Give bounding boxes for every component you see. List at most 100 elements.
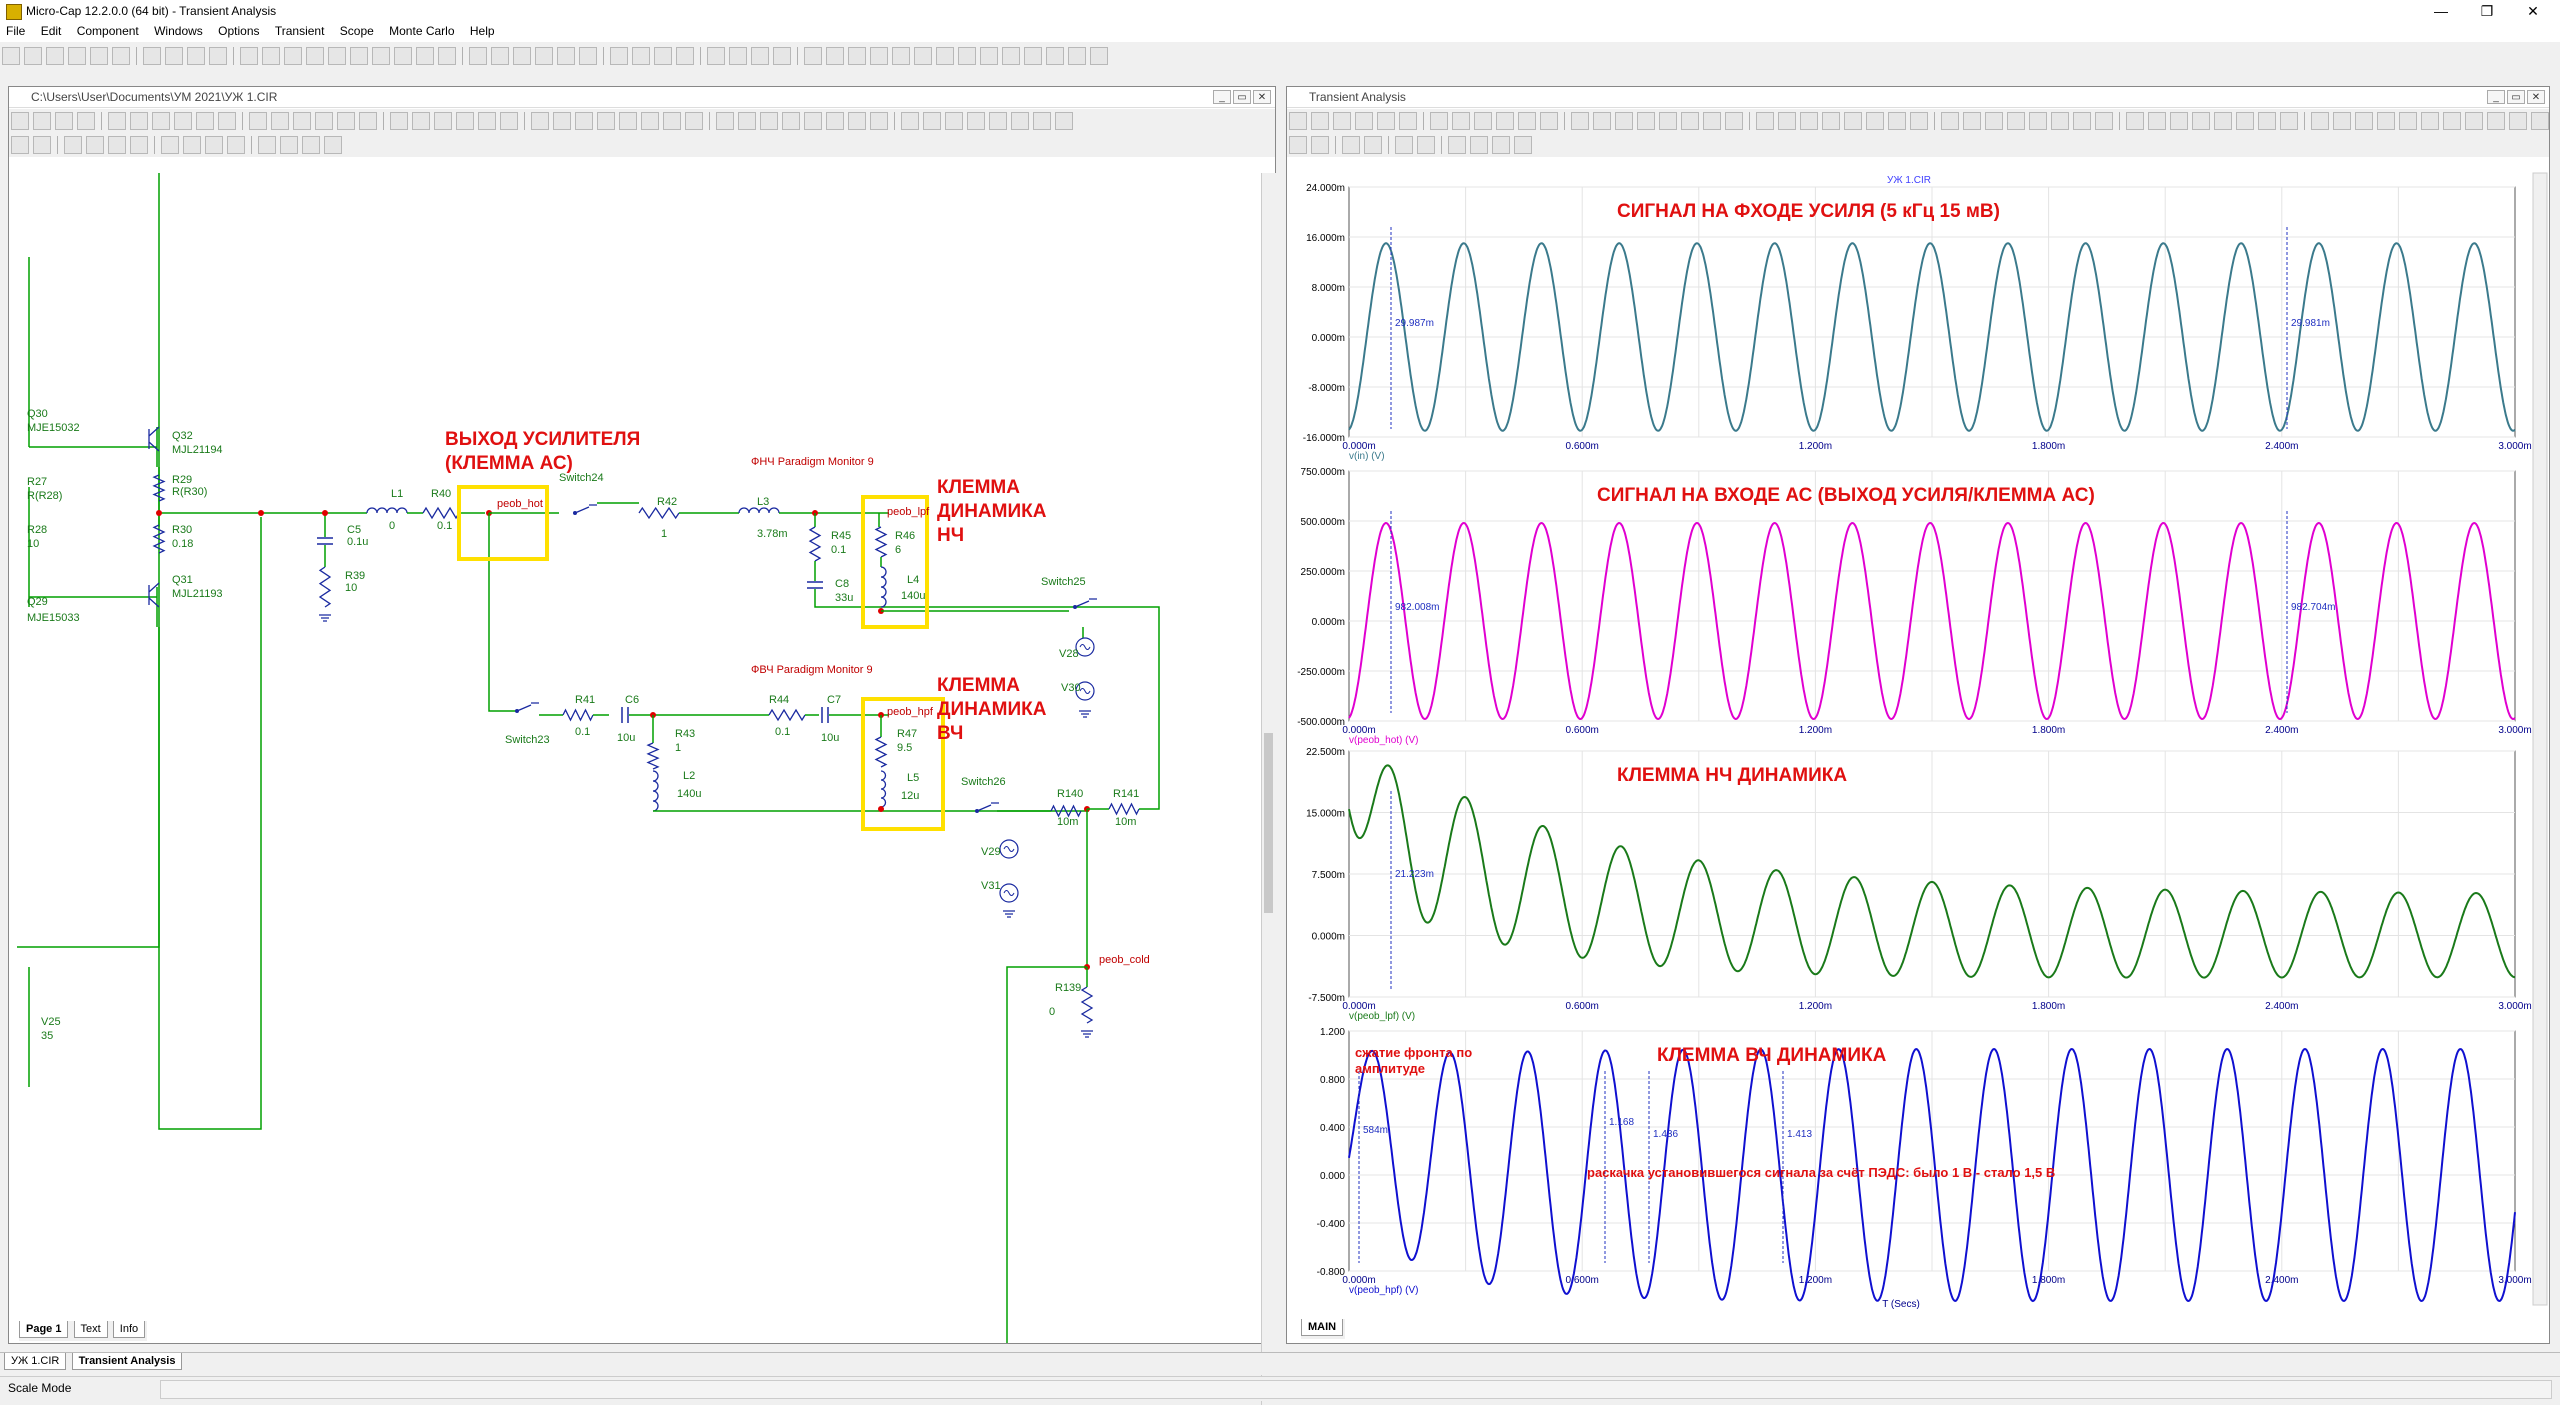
analysis-restore-button[interactable]: ▭ — [2507, 90, 2525, 104]
toolbar-button-icon[interactable] — [641, 112, 659, 130]
toolbar-button-icon[interactable] — [1888, 112, 1906, 130]
toolbar-button-icon[interactable] — [2280, 112, 2298, 130]
toolbar-button-icon[interactable] — [579, 47, 597, 65]
toolbar-button-icon[interactable] — [438, 47, 456, 65]
resistor-symbol[interactable] — [768, 708, 806, 722]
toolbar-button-icon[interactable] — [1448, 136, 1466, 154]
capacitor-symbol[interactable] — [821, 707, 829, 723]
schematic-canvas[interactable]: Q30MJE15032Q32MJL21194R29R(R30)R27R(R28)… — [9, 87, 1275, 1343]
toolbar-button-icon[interactable] — [1311, 136, 1329, 154]
toolbar-button-icon[interactable] — [456, 112, 474, 130]
toolbar-button-icon[interactable] — [33, 136, 51, 154]
toolbar-button-icon[interactable] — [535, 47, 553, 65]
toolbar-button-icon[interactable] — [328, 47, 346, 65]
toolbar-button-icon[interactable] — [826, 47, 844, 65]
toolbar-button-icon[interactable] — [2007, 112, 2025, 130]
resistor-symbol[interactable] — [646, 742, 660, 770]
toolbar-button-icon[interactable] — [1571, 112, 1589, 130]
resistor-symbol[interactable] — [422, 506, 460, 520]
toolbar-button-icon[interactable] — [848, 47, 866, 65]
toolbar-button-icon[interactable] — [1492, 136, 1510, 154]
toolbar-button-icon[interactable] — [390, 112, 408, 130]
inductor-symbol[interactable] — [652, 770, 659, 812]
menu-scope[interactable]: Scope — [339, 24, 374, 38]
resistor-symbol[interactable] — [1080, 986, 1094, 1024]
toolbar-button-icon[interactable] — [478, 112, 496, 130]
toolbar-button-icon[interactable] — [196, 112, 214, 130]
toolbar-button-icon[interactable] — [804, 112, 822, 130]
toolbar-button-icon[interactable] — [716, 112, 734, 130]
toolbar-button-icon[interactable] — [359, 112, 377, 130]
toolbar-button-icon[interactable] — [2192, 112, 2210, 130]
toolbar-button-icon[interactable] — [685, 112, 703, 130]
toolbar-button-icon[interactable] — [143, 47, 161, 65]
tab-info[interactable]: Info — [112, 1321, 146, 1338]
doc-tab-transient[interactable]: Transient Analysis — [71, 1353, 183, 1370]
toolbar-button-icon[interactable] — [112, 47, 130, 65]
toolbar-button-icon[interactable] — [848, 112, 866, 130]
toolbar-button-icon[interactable] — [324, 136, 342, 154]
toolbar-button-icon[interactable] — [2355, 112, 2373, 130]
toolbar-button-icon[interactable] — [280, 136, 298, 154]
toolbar-button-icon[interactable] — [2148, 112, 2166, 130]
resistor-symbol[interactable] — [874, 526, 888, 558]
trace-hf-terminal[interactable] — [1348, 1047, 2516, 1303]
toolbar-button-icon[interactable] — [1046, 47, 1064, 65]
analysis-close-button[interactable]: ✕ — [2527, 90, 2545, 104]
toolbar-button-icon[interactable] — [2443, 112, 2461, 130]
resistor-symbol[interactable] — [562, 708, 594, 722]
toolbar-button-icon[interactable] — [619, 112, 637, 130]
tab-page-1[interactable]: Page 1 — [19, 1321, 69, 1338]
toolbar-button-icon[interactable] — [1395, 136, 1413, 154]
toolbar-button-icon[interactable] — [958, 47, 976, 65]
toolbar-button-icon[interactable] — [1756, 112, 1774, 130]
toolbar-button-icon[interactable] — [1289, 136, 1307, 154]
toolbar-button-icon[interactable] — [2465, 112, 2483, 130]
toolbar-button-icon[interactable] — [2073, 112, 2091, 130]
toolbar-button-icon[interactable] — [989, 112, 1007, 130]
toolbar-button-icon[interactable] — [663, 112, 681, 130]
toolbar-button-icon[interactable] — [1033, 112, 1051, 130]
toolbar-button-icon[interactable] — [2487, 112, 2505, 130]
capacitor-symbol[interactable] — [317, 537, 333, 545]
toolbar-button-icon[interactable] — [350, 47, 368, 65]
toolbar-button-icon[interactable] — [1024, 47, 1042, 65]
toolbar-button-icon[interactable] — [1637, 112, 1655, 130]
toolbar-button-icon[interactable] — [2236, 112, 2254, 130]
toolbar-button-icon[interactable] — [183, 136, 201, 154]
schematic-close-button[interactable]: ✕ — [1253, 90, 1271, 104]
toolbar-button-icon[interactable] — [980, 47, 998, 65]
toolbar-button-icon[interactable] — [469, 47, 487, 65]
toolbar-button-icon[interactable] — [1068, 47, 1086, 65]
toolbar-button-icon[interactable] — [1681, 112, 1699, 130]
toolbar-button-icon[interactable] — [513, 47, 531, 65]
menu-edit[interactable]: Edit — [40, 24, 62, 38]
toolbar-button-icon[interactable] — [302, 136, 320, 154]
trace-lf-terminal[interactable] — [1348, 764, 2516, 979]
toolbar-button-icon[interactable] — [2258, 112, 2276, 130]
switch-symbol[interactable] — [1074, 598, 1097, 608]
menu-file[interactable]: File — [6, 24, 26, 38]
menu-windows[interactable]: Windows — [154, 24, 203, 38]
transistor-symbol[interactable] — [148, 582, 160, 608]
tab-main[interactable]: MAIN — [1301, 1319, 1344, 1336]
toolbar-button-icon[interactable] — [315, 112, 333, 130]
toolbar-button-icon[interactable] — [46, 47, 64, 65]
toolbar-button-icon[interactable] — [531, 112, 549, 130]
toolbar-button-icon[interactable] — [293, 112, 311, 130]
close-button[interactable]: ✕ — [2527, 3, 2539, 19]
toolbar-button-icon[interactable] — [2399, 112, 2417, 130]
toolbar-button-icon[interactable] — [108, 112, 126, 130]
toolbar-button-icon[interactable] — [2, 47, 20, 65]
trace-input[interactable] — [1348, 242, 2516, 432]
toolbar-button-icon[interactable] — [1417, 136, 1435, 154]
toolbar-button-icon[interactable] — [434, 112, 452, 130]
toolbar-button-icon[interactable] — [64, 136, 82, 154]
toolbar-button-icon[interactable] — [161, 136, 179, 154]
toolbar-button-icon[interactable] — [11, 136, 29, 154]
toolbar-button-icon[interactable] — [2051, 112, 2069, 130]
resistor-symbol[interactable] — [152, 474, 166, 502]
toolbar-button-icon[interactable] — [1778, 112, 1796, 130]
trace-amp-out[interactable] — [1348, 521, 2516, 721]
toolbar-button-icon[interactable] — [2333, 112, 2351, 130]
